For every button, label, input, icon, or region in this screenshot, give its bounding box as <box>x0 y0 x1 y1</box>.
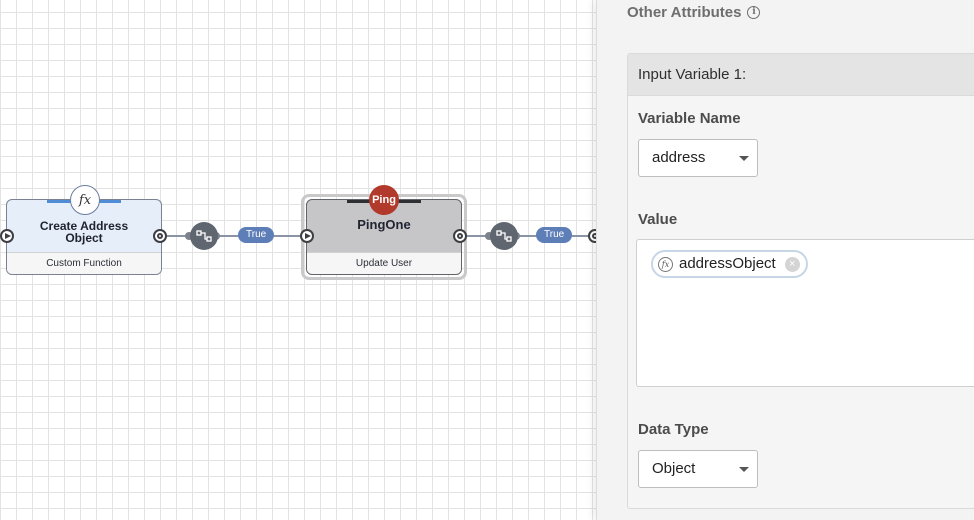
panel-title: Other Attributes i <box>627 4 761 21</box>
flow-canvas[interactable]: Create Address Object Custom Function fx… <box>0 0 596 520</box>
node-subtitle: Custom Function <box>7 252 161 274</box>
node-input-port[interactable] <box>588 229 596 243</box>
value-chip-text: addressObject <box>679 255 776 272</box>
data-type-value: Object <box>652 460 696 477</box>
node-input-port[interactable] <box>0 229 14 243</box>
ping-logo: Ping <box>369 185 399 215</box>
chevron-down-icon <box>739 467 749 472</box>
info-icon[interactable]: i <box>747 6 761 19</box>
branch-connector-icon[interactable] <box>190 222 218 250</box>
panel-title-text: Other Attributes <box>627 4 742 21</box>
variable-name-label: Variable Name <box>638 110 741 127</box>
value-chip[interactable]: fx addressObject × <box>651 250 808 278</box>
close-circle-icon[interactable]: × <box>784 257 800 272</box>
fx-function-icon: fx <box>70 185 100 215</box>
edge-label-true[interactable]: True <box>238 227 275 243</box>
ping-logo-text: Ping <box>372 194 396 206</box>
connector-nub <box>485 232 493 240</box>
node-input-port[interactable] <box>300 229 314 243</box>
node-title-line: Create Address <box>39 219 129 233</box>
connector-nub <box>185 232 193 240</box>
input-variable-card: Input Variable 1: Variable Name address … <box>627 53 974 509</box>
node-title-line: PingOne <box>357 217 411 232</box>
fx-function-icon: fx <box>658 257 673 272</box>
node-subtitle: Update User <box>307 252 461 274</box>
value-label: Value <box>638 211 678 228</box>
edge-wire <box>466 235 596 237</box>
properties-panel: Other Attributes i Input Variable 1: Var… <box>596 0 974 520</box>
node-output-port[interactable] <box>453 229 467 243</box>
variable-name-value: address <box>652 149 706 166</box>
node-title: PingOne <box>307 214 461 236</box>
chevron-down-icon <box>739 156 749 161</box>
value-input[interactable]: fx addressObject × <box>636 239 974 387</box>
edge-wire <box>166 235 306 237</box>
node-title: Create Address Object <box>7 210 161 254</box>
data-type-select[interactable]: Object <box>638 450 758 488</box>
node-output-port[interactable] <box>153 229 167 243</box>
input-variable-header: Input Variable 1: <box>628 54 974 96</box>
fx-icon-text: fx <box>78 192 92 208</box>
edge-label-true[interactable]: True <box>536 227 573 243</box>
branch-connector-icon[interactable] <box>490 222 518 250</box>
node-title-line: Object <box>65 231 103 245</box>
data-type-label: Data Type <box>638 421 709 438</box>
variable-name-select[interactable]: address <box>638 139 758 177</box>
